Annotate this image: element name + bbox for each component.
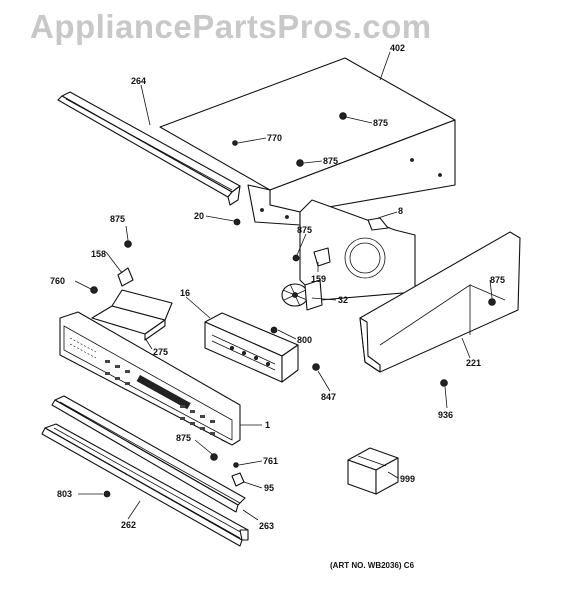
callout-875-panel-right: 875 xyxy=(323,156,338,166)
part-999-kit-box xyxy=(347,447,399,495)
callout-1: 1 xyxy=(265,420,270,430)
callout-262: 262 xyxy=(121,520,136,530)
callout-labels: 264 402 875 770 875 20 8 875 875 159 158… xyxy=(50,43,505,531)
part-8-fan-bracket xyxy=(299,199,416,301)
art-number: (ART NO. WB2036) C6 xyxy=(330,561,415,570)
callout-8: 8 xyxy=(398,206,403,216)
part-262-vent-grille xyxy=(41,423,249,547)
part-221-side-panel xyxy=(359,231,521,373)
callout-936: 936 xyxy=(438,410,453,420)
callout-159: 159 xyxy=(311,274,326,284)
callout-95: 95 xyxy=(264,483,274,493)
part-263-lower-trim xyxy=(51,395,246,513)
callout-16: 16 xyxy=(180,288,190,298)
fasteners xyxy=(90,112,496,498)
callout-32: 32 xyxy=(338,295,348,305)
callout-847: 847 xyxy=(321,392,336,402)
callout-275: 275 xyxy=(153,347,168,357)
part-16-control-board xyxy=(204,312,299,444)
callout-800: 800 xyxy=(297,335,312,345)
callout-20: 20 xyxy=(194,211,204,221)
callout-158: 158 xyxy=(91,249,106,259)
callout-875-side-panel: 875 xyxy=(490,275,505,285)
callout-264: 264 xyxy=(131,76,146,86)
callout-221: 221 xyxy=(466,358,481,368)
callout-875-left-bracket: 875 xyxy=(297,225,312,235)
callout-263: 263 xyxy=(259,521,274,531)
callout-999: 999 xyxy=(400,474,415,484)
part-264-trim-rail xyxy=(57,91,241,206)
part-1-control-panel xyxy=(59,311,241,446)
callout-402: 402 xyxy=(390,43,405,53)
part-275-bracket xyxy=(91,289,173,341)
callout-875-fan: 875 xyxy=(110,214,125,224)
part-402-top-cover xyxy=(159,57,456,226)
callout-875-top-panel: 875 xyxy=(373,118,388,128)
watermark: AppliancePartsPros.com xyxy=(30,8,432,45)
callout-875-trim: 875 xyxy=(176,433,191,443)
part-159-fan-bracket xyxy=(313,247,331,267)
callout-770: 770 xyxy=(267,133,282,143)
callout-760: 760 xyxy=(50,276,65,286)
callout-761: 761 xyxy=(263,456,278,466)
leader-lines xyxy=(74,51,493,521)
part-32-fan-motor xyxy=(281,279,323,311)
callout-803: 803 xyxy=(57,489,72,499)
